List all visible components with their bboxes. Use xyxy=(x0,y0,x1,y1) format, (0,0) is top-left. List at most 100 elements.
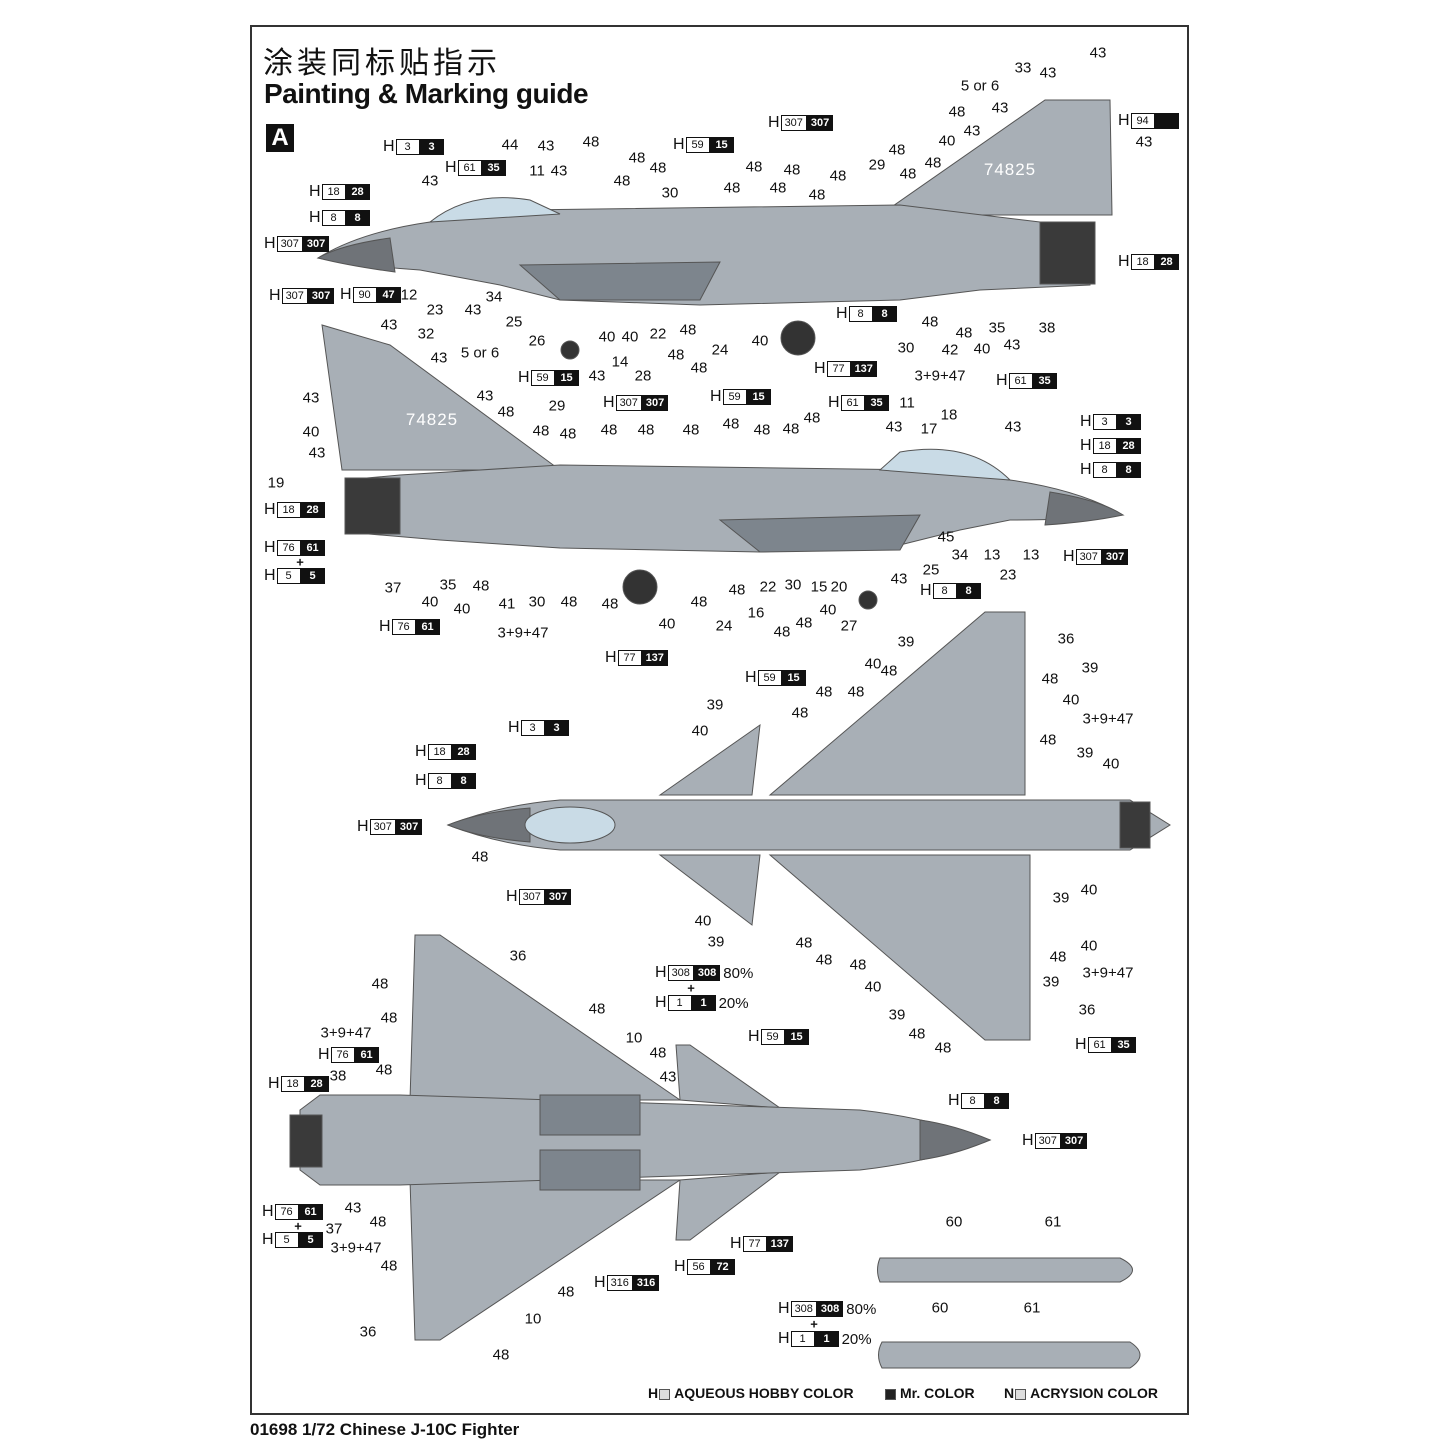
decal-number: 3+9+47 xyxy=(320,1024,372,1042)
hobby-color-prefix: H xyxy=(655,964,667,981)
hobby-color-prefix: H xyxy=(262,1231,274,1248)
decal-number: 39 xyxy=(706,696,724,714)
decal-number: 48 xyxy=(815,951,833,969)
decal-number: 40 xyxy=(453,600,471,618)
decal-number: 48 xyxy=(888,141,906,159)
tail-serial-number: 74825 xyxy=(405,410,459,429)
mix-percentage: 80% xyxy=(723,964,754,982)
hobby-color-code: 5 xyxy=(276,568,301,584)
decal-number: 48 xyxy=(532,422,550,440)
hobby-color-code: 59 xyxy=(757,670,782,686)
decal-number: 48 xyxy=(690,359,708,377)
decal-number: 40 xyxy=(658,615,676,633)
hobby-color-code: 3 xyxy=(1092,414,1117,430)
side1-main-wheel xyxy=(780,320,816,356)
decal-number: 44 xyxy=(501,136,519,154)
decal-number: 48 xyxy=(600,421,618,439)
decal-number: 48 xyxy=(899,165,917,183)
decal-number: 30 xyxy=(897,339,915,357)
hobby-color-code: 307 xyxy=(518,889,545,905)
decal-number: 43 xyxy=(963,122,981,140)
legend-label: ACRYSION COLOR xyxy=(1030,1385,1158,1401)
decal-number: 37 xyxy=(384,579,402,597)
decal-number: 36 xyxy=(1078,1001,1096,1019)
side1-canopy xyxy=(428,197,561,223)
decal-number: 43 xyxy=(1003,336,1021,354)
mr-color-code: 137 xyxy=(766,1236,793,1252)
decal-number: 29 xyxy=(868,156,886,174)
hobby-color-code: 77 xyxy=(617,650,642,666)
decal-number: 39 xyxy=(897,633,915,651)
decal-number: 43 xyxy=(464,301,482,319)
hobby-color-prefix: H xyxy=(309,183,321,200)
hobby-color-code: 59 xyxy=(530,370,555,386)
hobby-color-prefix: H xyxy=(379,618,391,635)
hobby-color-code: 308 xyxy=(667,965,694,981)
side1-tail-fin xyxy=(878,99,1113,216)
decal-number: 48 xyxy=(955,324,973,342)
mr-color-code: 307 xyxy=(641,395,669,411)
hobby-color-prefix: H xyxy=(594,1274,606,1291)
decal-number: 48 xyxy=(649,1044,667,1062)
decal-number: 11 xyxy=(529,162,545,180)
mr-color-code: 8 xyxy=(984,1093,1009,1109)
decal-number: 24 xyxy=(711,341,729,359)
decal-number: 48 xyxy=(803,409,821,427)
decal-number: 48 xyxy=(849,956,867,974)
mr-color-code: 61 xyxy=(354,1047,379,1063)
hobby-color-prefix: H xyxy=(1080,437,1092,454)
hobby-color-prefix: H xyxy=(269,287,281,304)
hobby-color-code: 8 xyxy=(321,210,346,226)
decal-number: 43 xyxy=(1004,418,1022,436)
decal-number: 48 xyxy=(690,593,708,611)
decal-number: 20 xyxy=(830,578,848,596)
decal-number: 39 xyxy=(707,933,725,951)
hobby-color-prefix: H xyxy=(948,1092,960,1109)
decal-number: 5 or 6 xyxy=(960,77,1000,95)
hobby-color-code: 76 xyxy=(276,540,301,556)
decal-number: 43 xyxy=(588,367,606,385)
hobby-color-prefix: H xyxy=(383,138,395,155)
hobby-color-code: 8 xyxy=(960,1093,985,1109)
decal-number: 48 xyxy=(588,1000,606,1018)
bottom-wing-upper xyxy=(409,934,682,1101)
mr-color-code: 15 xyxy=(554,370,579,386)
side1-intake xyxy=(518,261,721,301)
decal-number: 48 xyxy=(908,1025,926,1043)
hobby-color-prefix: H xyxy=(264,235,276,252)
hobby-color-code: 76 xyxy=(274,1204,299,1220)
decal-number: 48 xyxy=(795,614,813,632)
kit-title: 01698 1/72 Chinese J-10C Fighter xyxy=(250,1420,520,1439)
decal-number: 48 xyxy=(679,321,697,339)
decal-number: 48 xyxy=(948,103,966,121)
hobby-color-code: 307 xyxy=(276,236,303,252)
legend-prefix: H xyxy=(648,1385,659,1401)
hobby-color-prefix: H xyxy=(445,159,457,176)
hobby-color-code: 3 xyxy=(395,139,420,155)
side2-exhaust xyxy=(344,477,401,535)
bottom-fuselage xyxy=(299,1094,992,1186)
decal-number: 48 xyxy=(808,186,826,204)
decal-number: 43 xyxy=(380,316,398,334)
hobby-color-code: 18 xyxy=(280,1076,305,1092)
mr-color-code: 307 xyxy=(307,288,335,304)
hobby-color-code: 5 xyxy=(274,1232,299,1248)
hobby-color-prefix: H xyxy=(996,372,1008,389)
decal-number: 40 xyxy=(302,423,320,441)
hobby-color-prefix: H xyxy=(340,286,352,303)
decal-number: 43 xyxy=(476,387,494,405)
decal-number: 48 xyxy=(649,159,667,177)
